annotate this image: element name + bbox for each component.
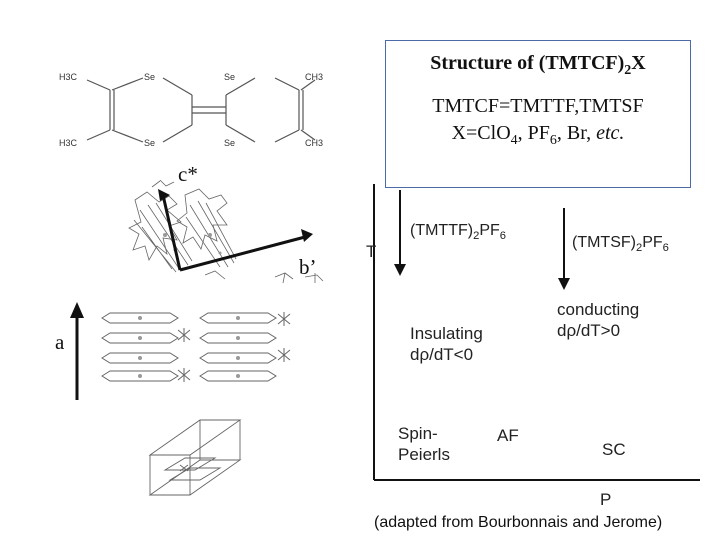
t-axis-label: T (366, 242, 377, 261)
af-phase-label: AF (497, 426, 519, 445)
methyl-label-top-left: H3C (59, 72, 78, 82)
selenium-label-top-right: Se (224, 72, 236, 82)
c-star-axis-label: c* (178, 162, 198, 186)
selenium-label-bottom-left: Se (144, 138, 156, 148)
crystal-a-stacks (70, 302, 291, 400)
crystal-bc-projection (128, 179, 324, 284)
spin-peierls-label-line1: Spin- (398, 424, 438, 443)
citation-caption: (adapted from Bourbonnais and Jerome) (374, 514, 663, 531)
methyl-label-bottom-left: H3C (59, 138, 78, 148)
conducting-label: conducting (557, 300, 640, 319)
conducting-derivative: dρ/dT>0 (557, 321, 621, 340)
tmtsf-pf6-label: (TMTSF)2PF6 (572, 234, 669, 255)
tmtcf-definition: TMTCF=TMTTF,TMTSF (432, 95, 644, 117)
x-definition: X=ClO4, PF6, Br, etc. (451, 122, 625, 148)
a-axis-label: a (55, 330, 65, 354)
molecule-structure (86, 77, 316, 143)
unit-cell-drawing (148, 419, 242, 496)
phase-diagram (373, 184, 700, 481)
methyl-label-bottom-right: CH3 (305, 138, 324, 148)
sc-phase-label: SC (602, 440, 626, 459)
b-prime-axis-label: b’ (299, 255, 317, 279)
selenium-label-top-left: Se (144, 72, 156, 82)
tmttf-pf6-label: (TMTTF)2PF6 (410, 222, 506, 243)
selenium-label-bottom-right: Se (224, 138, 236, 148)
insulating-label: Insulating (410, 324, 483, 343)
methyl-label-top-right: CH3 (305, 72, 324, 82)
insulating-derivative: dρ/dT<0 (410, 345, 474, 364)
spin-peierls-label-line2: Peierls (398, 445, 450, 464)
slide-title: Structure of (TMTCF)2X (430, 52, 646, 78)
title-box (385, 40, 691, 188)
p-axis-label: P (600, 490, 612, 509)
